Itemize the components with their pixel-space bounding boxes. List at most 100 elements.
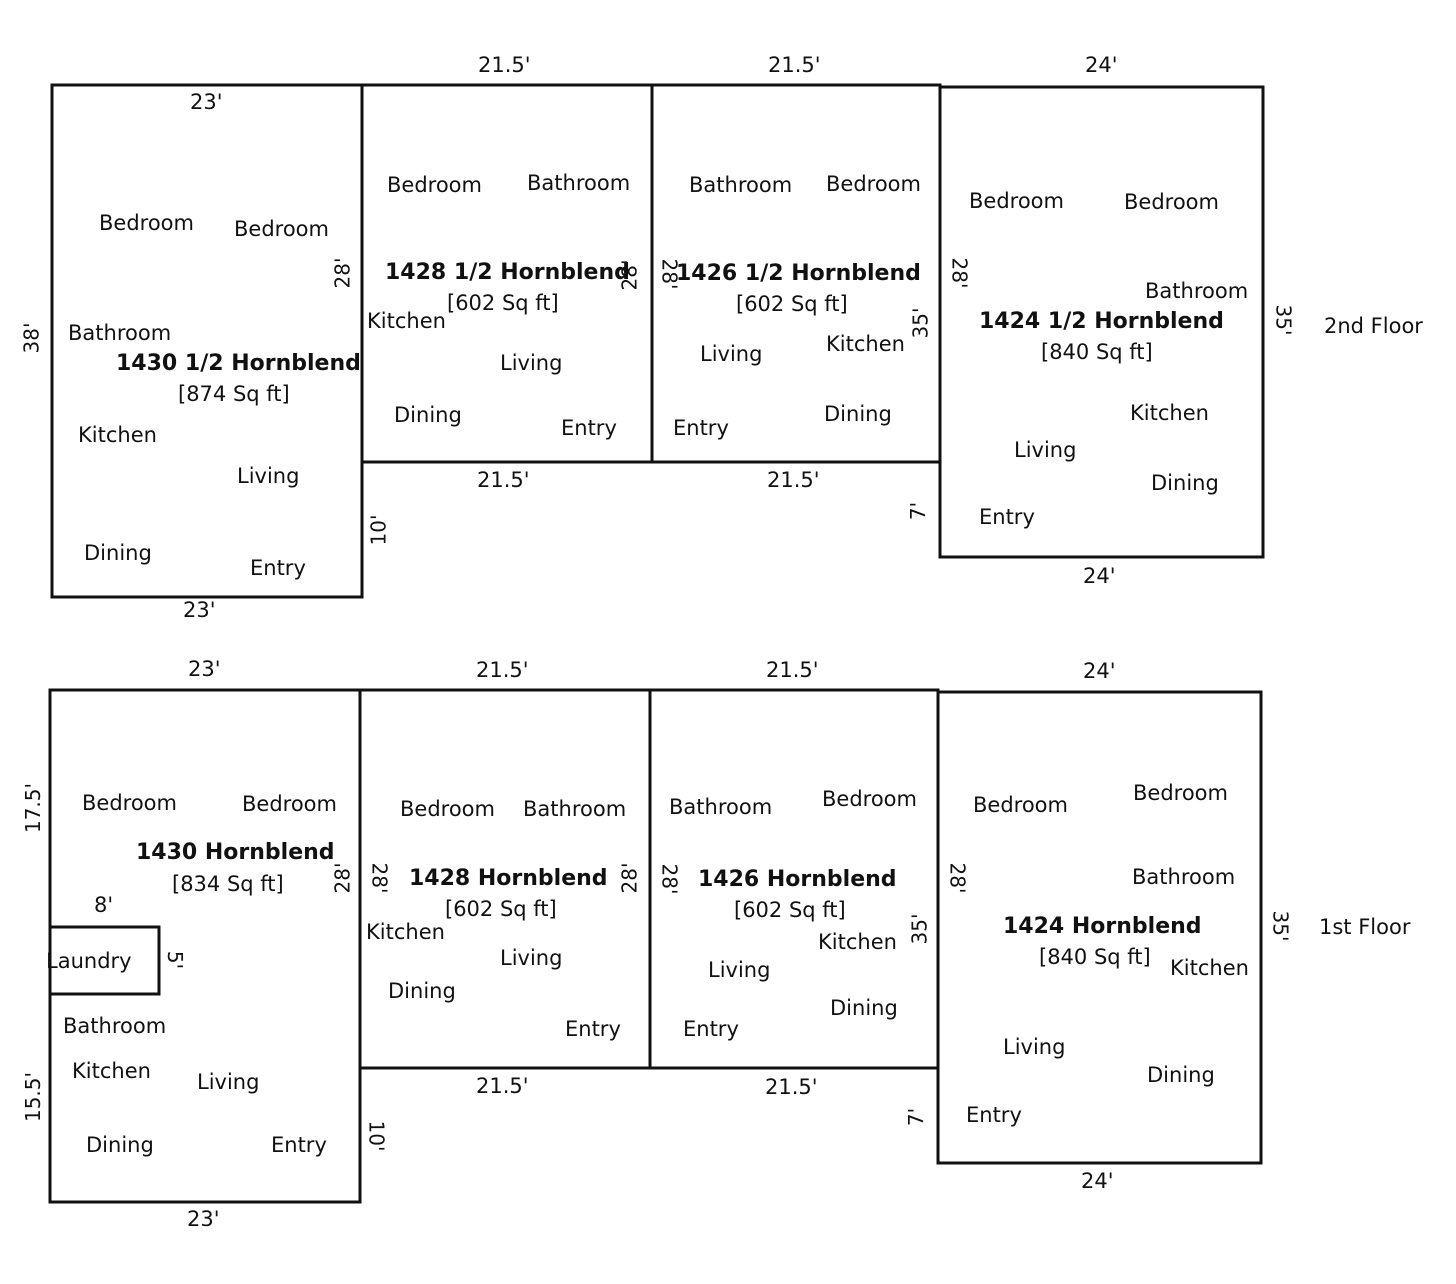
room-label: Living (197, 1070, 260, 1094)
room-label: Bedroom (242, 792, 337, 816)
room-label: Living (700, 342, 763, 366)
room-label: Bathroom (1145, 279, 1249, 303)
dim-1426-step: 7' (904, 1107, 929, 1127)
room-label: Bedroom (973, 793, 1068, 817)
dim-1424-half-left: 28' (947, 257, 972, 289)
dim-1426-half-step: 7' (906, 501, 931, 521)
dim-1426-half-top: 21.5' (768, 53, 821, 77)
dim-1430-left-lower: 15.5' (21, 1071, 46, 1123)
room-label: Bathroom (523, 797, 627, 821)
room-label: Kitchen (367, 309, 446, 333)
room-label: Bedroom (234, 217, 329, 241)
room-label: Entry (250, 556, 306, 580)
dim-1424-half-right: 35' (1271, 304, 1296, 336)
unit-title: 1428 1/2 Hornblend (385, 260, 630, 285)
room-label: Kitchen (826, 332, 905, 356)
room-label: Dining (1151, 471, 1219, 495)
dim-1428-top: 21.5' (476, 658, 529, 682)
dim-1424-half-bottom: 24' (1083, 564, 1116, 588)
dim-1428-bottom: 21.5' (476, 1074, 529, 1098)
room-label: Dining (388, 979, 456, 1003)
room-label: Dining (824, 402, 892, 426)
room-label: Dining (86, 1133, 154, 1157)
room-label: Bedroom (387, 173, 482, 197)
unit-1430-walls (48, 688, 362, 1204)
room-label: Bedroom (822, 787, 917, 811)
room-label: Living (1014, 438, 1077, 462)
room-label: Dining (1147, 1063, 1215, 1087)
dim-1424-half-top: 24' (1085, 53, 1118, 77)
dim-1426-right: 35' (907, 913, 932, 945)
unit-title: 1424 Hornblend (1003, 914, 1202, 939)
room-label: Living (500, 351, 563, 375)
dim-1430-half-left: 38' (19, 322, 44, 354)
unit-title: 1426 1/2 Hornblend (676, 261, 921, 286)
dim-1426-top: 21.5' (766, 658, 819, 682)
unit-area: [602 Sq ft] (736, 292, 848, 316)
dim-1430-half-bottom: 23' (183, 598, 216, 622)
room-label: Dining (830, 996, 898, 1020)
dim-1426-bottom: 21.5' (765, 1075, 818, 1099)
room-label: Bathroom (689, 173, 793, 197)
laundry-walls (48, 925, 161, 996)
dim-1428-half-bottom: 21.5' (477, 468, 530, 492)
unit-1424-half-walls (938, 85, 1265, 559)
room-label: Kitchen (818, 930, 897, 954)
floor-label: 1st Floor (1319, 915, 1411, 939)
dim-1428-right: 28' (617, 862, 642, 894)
dim-1430-half-right: 28' (330, 257, 355, 289)
room-label: Entry (565, 1017, 621, 1041)
dim-1430-half-step: 10' (366, 514, 391, 546)
dim-laundry-height: 5' (163, 950, 188, 970)
room-label: Kitchen (1130, 401, 1209, 425)
room-label: Dining (84, 541, 152, 565)
dim-1430-half-top: 23' (190, 90, 223, 114)
unit-title: 1430 Hornblend (136, 840, 335, 865)
dim-1424-left: 28' (945, 862, 970, 894)
dim-1430-step: 10' (364, 1120, 389, 1152)
unit-area: [874 Sq ft] (178, 382, 290, 406)
unit-area: [834 Sq ft] (172, 872, 284, 896)
unit-title: 1426 Hornblend (698, 867, 897, 892)
dim-1424-top: 24' (1083, 659, 1116, 683)
room-label: Living (237, 464, 300, 488)
room-label: Bedroom (826, 172, 921, 196)
unit-area: [840 Sq ft] (1041, 340, 1153, 364)
unit-area: [602 Sq ft] (445, 897, 557, 921)
dim-1424-bottom: 24' (1081, 1169, 1114, 1193)
room-label: Bedroom (99, 211, 194, 235)
dim-1430-right: 28' (330, 862, 355, 894)
unit-area: [602 Sq ft] (447, 291, 559, 315)
unit-1424-walls (936, 690, 1263, 1165)
room-label: Bedroom (82, 791, 177, 815)
room-label: Entry (561, 416, 617, 440)
dim-1426-half-right: 35' (908, 307, 933, 339)
room-label: Kitchen (72, 1059, 151, 1083)
room-label: Living (708, 958, 771, 982)
room-label: Entry (966, 1103, 1022, 1127)
room-label: Entry (979, 505, 1035, 529)
room-label: Dining (394, 403, 462, 427)
room-label: Bathroom (1132, 865, 1236, 889)
unit-area: [602 Sq ft] (734, 898, 846, 922)
dim-1428-half-right: 28' (617, 259, 642, 291)
room-label: Living (1003, 1035, 1066, 1059)
dim-1428-half-top: 21.5' (478, 53, 531, 77)
room-label: Bathroom (68, 321, 172, 345)
room-label: Bedroom (1133, 781, 1228, 805)
dim-1424-right: 35' (1268, 910, 1293, 942)
dim-1430-left-upper: 17.5' (21, 782, 46, 834)
dim-1430-bottom: 23' (187, 1207, 220, 1231)
room-label: Entry (683, 1017, 739, 1041)
room-label-laundry: Laundry (46, 949, 132, 973)
unit-title: 1430 1/2 Hornblend (116, 351, 361, 376)
room-label: Kitchen (1170, 956, 1249, 980)
unit-title: 1428 Hornblend (409, 866, 608, 891)
room-label: Bedroom (400, 797, 495, 821)
dim-1426-half-bottom: 21.5' (767, 468, 820, 492)
room-label: Kitchen (78, 423, 157, 447)
room-label: Bedroom (1124, 190, 1219, 214)
dim-1428-left: 28' (367, 862, 392, 894)
room-label: Entry (271, 1133, 327, 1157)
